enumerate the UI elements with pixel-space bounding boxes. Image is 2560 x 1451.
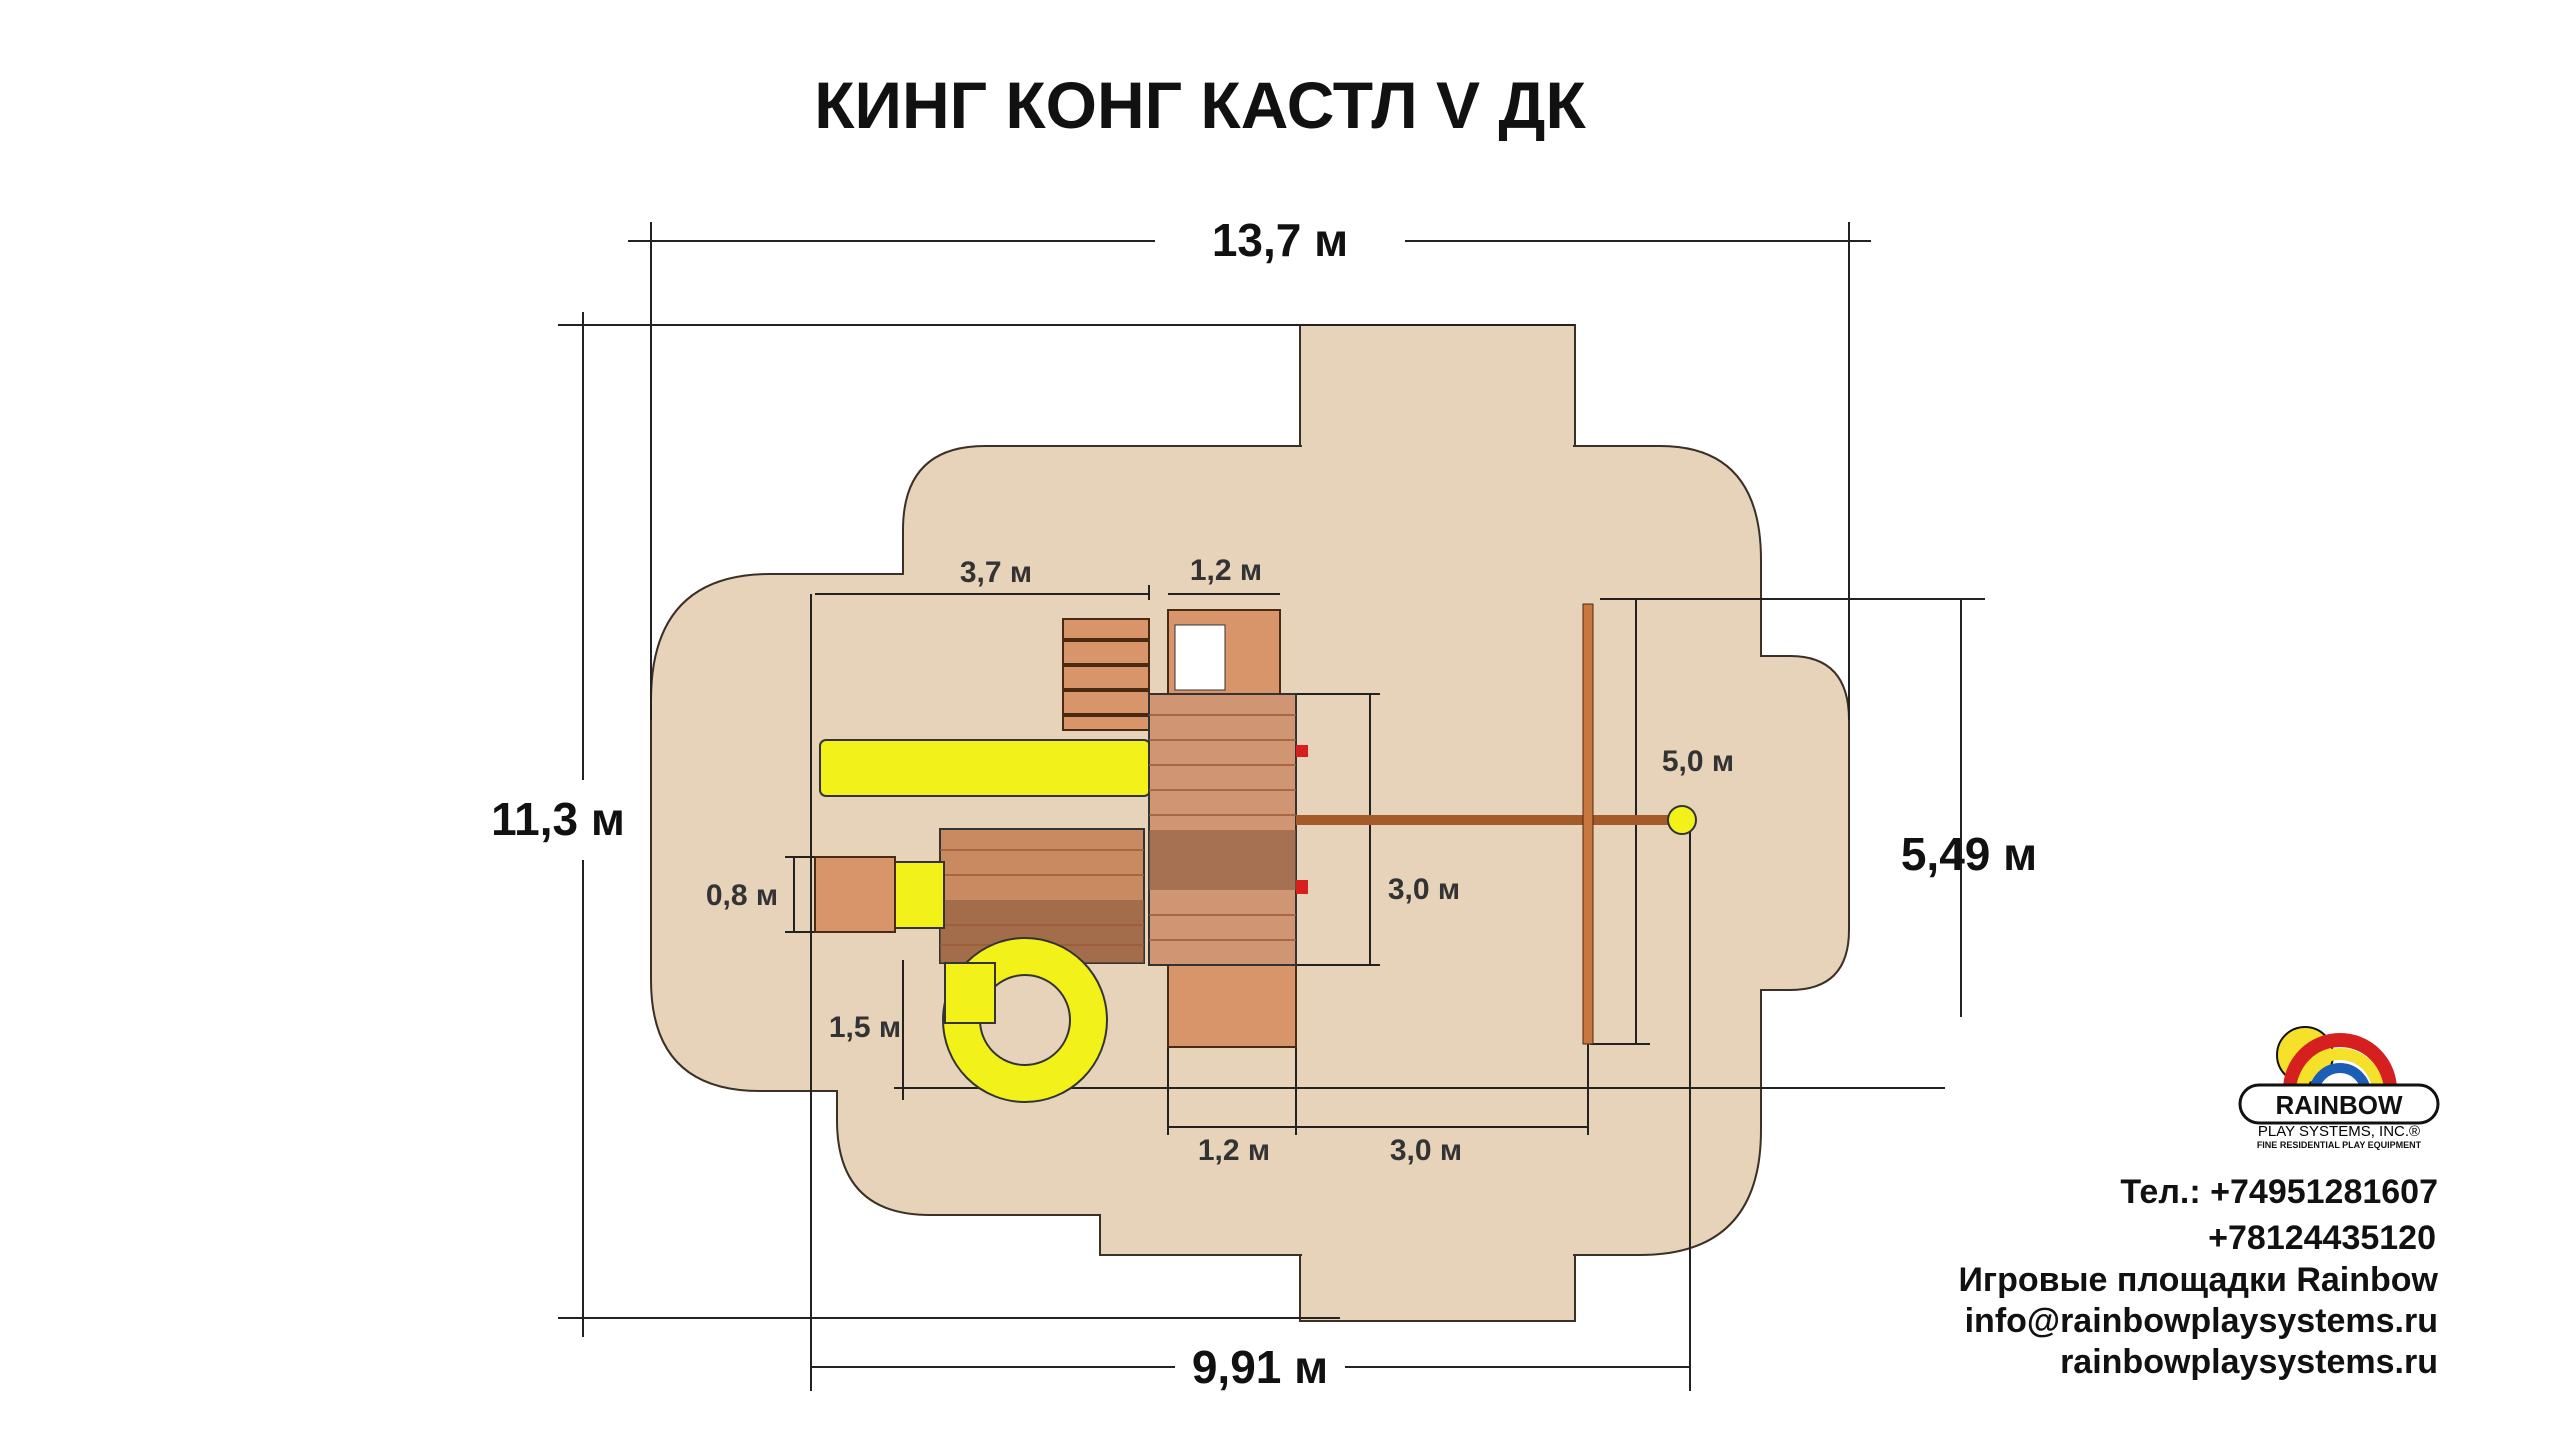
dim-entry-width: 0,8 м: [706, 879, 778, 912]
dim-spiral-depth: 1,5 м: [829, 1011, 901, 1044]
a-frame: [1582, 603, 1594, 1045]
straight-slide: [819, 739, 1151, 797]
dim-deck-depth: 3,0 м: [1388, 873, 1460, 906]
contact-email[interactable]: info@rainbowplaysystems.ru: [1965, 1302, 2438, 1340]
rope-ladder: [1062, 618, 1150, 731]
crawl-tube: [893, 861, 945, 929]
dimension-lines: [558, 222, 1985, 1391]
dim-bottom-width: 9,91 м: [1192, 1341, 1328, 1393]
dim-swing-beam: 3,0 м: [1390, 1134, 1462, 1167]
dim-slide-length: 3,7 м: [960, 556, 1032, 589]
dim-overall-depth: 11,3 м: [491, 793, 625, 845]
contact-website[interactable]: rainbowplaysystems.ru: [2060, 1343, 2438, 1381]
logo-brand: RAINBOW: [2275, 1090, 2403, 1120]
contact-phone-1: Тел.: +74951281607: [2120, 1173, 2438, 1211]
dim-overall-width: 13,7 м: [1212, 214, 1348, 266]
contact-phone-2: +78124435120: [2208, 1219, 2436, 1257]
dim-top-tower: 1,2 м: [1190, 554, 1262, 587]
dim-bottom-tower: 1,2 м: [1198, 1134, 1270, 1167]
contact-company: Игровые площадки Rainbow: [1958, 1261, 2438, 1299]
main-tower-deck: [1148, 693, 1297, 966]
dim-swing-width: 5,0 м: [1662, 745, 1734, 778]
logo-sub: PLAY SYSTEMS, INC.®: [2258, 1123, 2420, 1140]
rock-ramp: [1167, 964, 1297, 1048]
play-structure: [814, 603, 1697, 1103]
tire-swing: [1667, 805, 1697, 835]
entry-ladder: [814, 856, 896, 933]
rainbow-logo: RAINBOW PLAY SYSTEMS, INC.® FINE RESIDEN…: [2238, 1026, 2440, 1150]
logo-tagline: FINE RESIDENTIAL PLAY EQUIPMENT: [2257, 1140, 2422, 1150]
page-title: КИНГ КОНГ КАСТЛ V ДК: [814, 68, 1586, 142]
dim-right-depth: 5,49 м: [1901, 828, 2037, 880]
